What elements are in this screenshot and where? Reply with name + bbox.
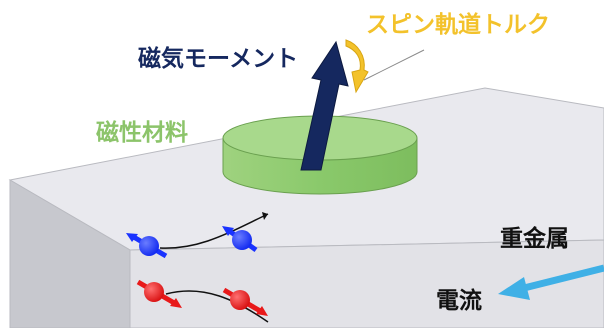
current-label: 電流 [436, 287, 482, 314]
spin-up-electron-icon [126, 212, 269, 259]
slab-left-face [9, 179, 131, 328]
spin-up-electron-icon [222, 226, 258, 253]
arrow-up-icon [300, 40, 349, 171]
torque-leader-line [363, 49, 425, 81]
spin-down-electron-icon [222, 287, 268, 316]
spin-down-electron-icon [136, 279, 269, 323]
magnetic-material-label: 磁性材料 [96, 119, 188, 146]
curved-arrow-icon [345, 39, 369, 94]
heavy-metal-label: 重金属 [500, 225, 569, 252]
arrow-left-icon [498, 264, 604, 300]
spin-orbit-torque-label: スピン軌道トルク [366, 11, 550, 38]
magnetic-moment-label: 磁気モーメント [138, 45, 298, 72]
